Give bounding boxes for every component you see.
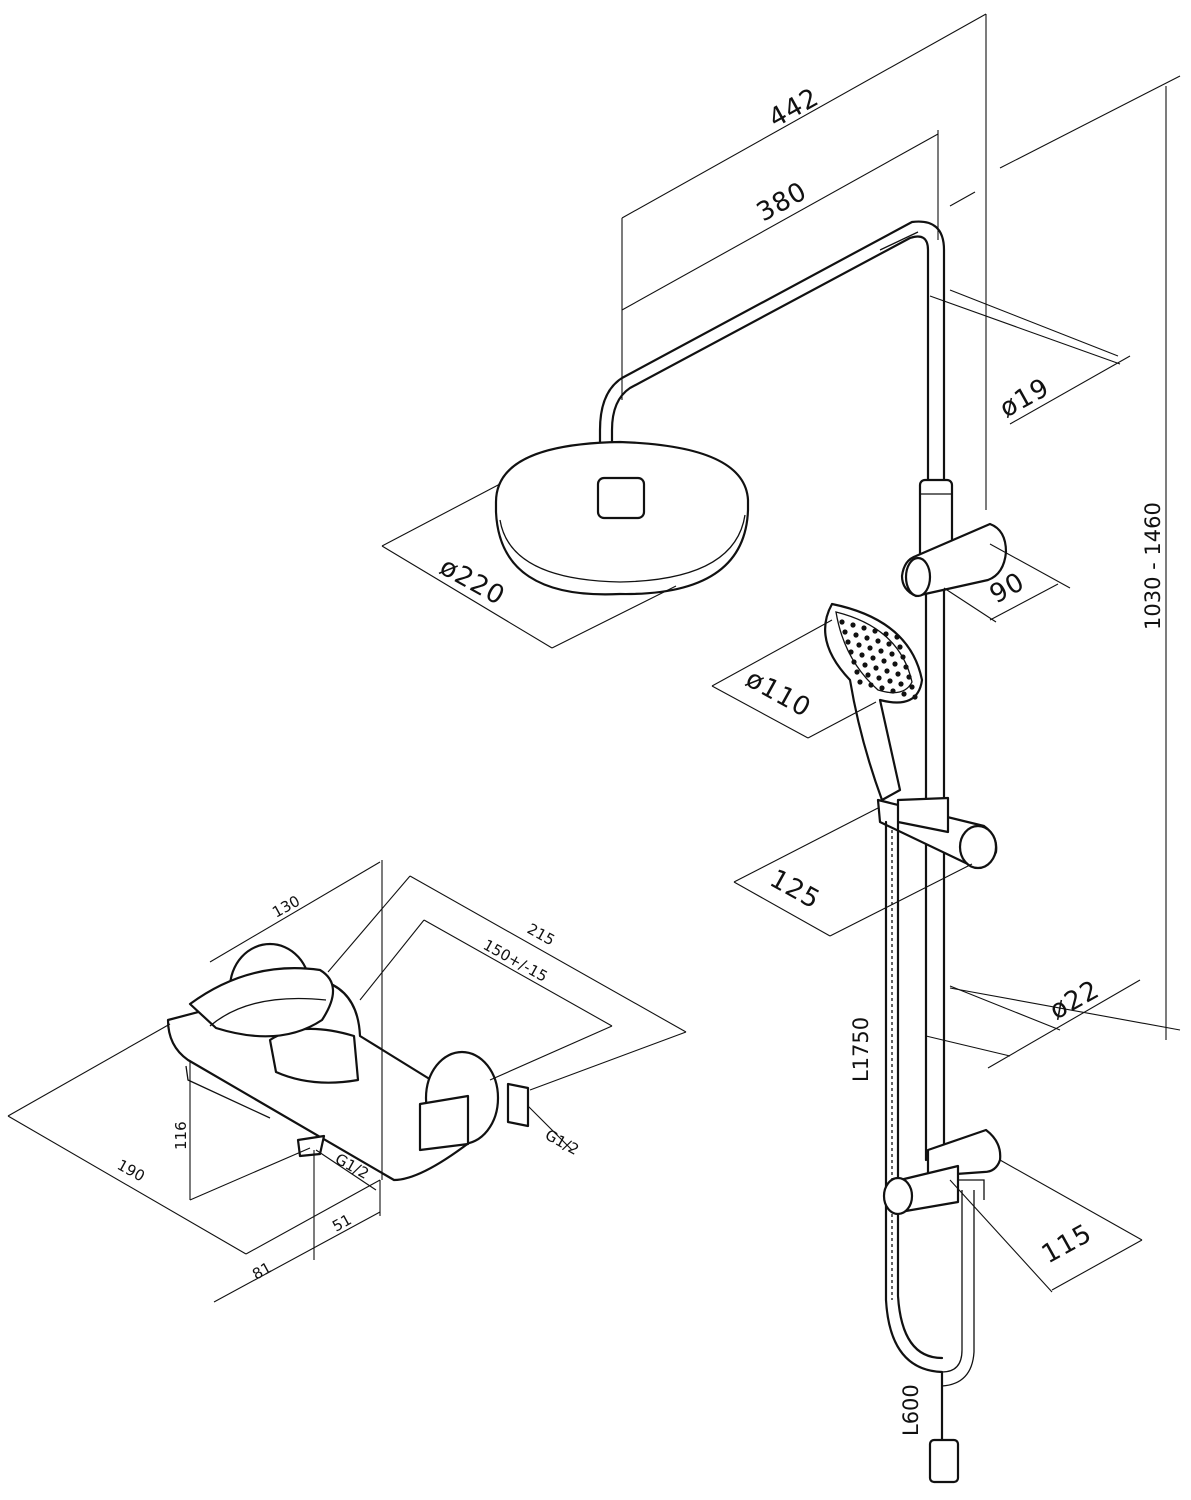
dimension-labels: 442 380 ø19 1030 - 1460 ø220 90 ø110 125… xyxy=(114,82,1165,1436)
wall-holder-top xyxy=(900,522,1008,598)
nozzle-dot xyxy=(876,675,882,681)
nozzle-dot xyxy=(865,672,871,678)
dim-hose-short: L600 xyxy=(899,1384,923,1436)
nozzle-dot xyxy=(903,664,909,670)
dim-slider-depth: 125 xyxy=(765,864,826,916)
nozzle-dot xyxy=(864,635,870,641)
dimension-lines xyxy=(7,13,1181,1303)
nozzle-dot xyxy=(868,682,874,688)
dim-mixer-offset-b: 51 xyxy=(329,1210,354,1235)
dim-pipe-dia: ø19 xyxy=(995,373,1055,424)
nozzle-dot xyxy=(870,655,876,661)
nozzle-dot xyxy=(862,662,868,668)
nozzle-dot xyxy=(881,658,887,664)
nozzle-pattern xyxy=(839,619,918,700)
nozzle-dot xyxy=(850,622,856,628)
dim-hose-long: L1750 xyxy=(849,1017,873,1082)
hose xyxy=(884,820,975,1484)
dim-rail-dia: ø22 xyxy=(1045,975,1105,1026)
nozzle-dot xyxy=(890,688,896,694)
mixer xyxy=(166,942,530,1182)
nozzle-dot xyxy=(897,644,903,650)
slider xyxy=(876,796,998,870)
nozzle-dot xyxy=(898,681,904,687)
nozzle-dot xyxy=(839,619,845,625)
nozzle-dot xyxy=(861,625,867,631)
nozzle-dot xyxy=(884,668,890,674)
nozzle-dot xyxy=(889,651,895,657)
nozzle-dot xyxy=(879,685,885,691)
nozzle-dot xyxy=(886,641,892,647)
dim-mixer-height: 116 xyxy=(172,1121,190,1150)
bottom-bracket xyxy=(882,1128,1002,1216)
dim-mixer-spacing-outer: 215 xyxy=(524,920,558,950)
nozzle-dot xyxy=(857,679,863,685)
nozzle-dot xyxy=(883,631,889,637)
nozzle-dot xyxy=(901,691,907,697)
nozzle-dot xyxy=(895,671,901,677)
nozzle-dot xyxy=(909,684,915,690)
dim-bottom-depth: 115 xyxy=(1037,1218,1098,1270)
nozzle-dot xyxy=(859,652,865,658)
dim-442: 442 xyxy=(764,82,825,134)
nozzle-dot xyxy=(906,674,912,680)
nozzle-dot xyxy=(854,669,860,675)
hand-shower xyxy=(824,602,924,802)
nozzle-dot xyxy=(887,678,893,684)
rain-head xyxy=(494,440,750,596)
nozzle-dot xyxy=(851,659,857,665)
nozzle-dot xyxy=(892,661,898,667)
nozzle-dot xyxy=(842,629,848,635)
dim-thread-inlet: G1/2 xyxy=(542,1126,582,1159)
nozzle-dot xyxy=(894,634,900,640)
nozzle-dot xyxy=(912,694,918,700)
dim-mixer-offset-a: 81 xyxy=(249,1258,274,1283)
nozzle-dot xyxy=(873,665,879,671)
shower-rail xyxy=(918,478,954,1162)
nozzle-dot xyxy=(867,645,873,651)
dim-hand-shower-dia: ø110 xyxy=(741,664,816,724)
nozzle-dot xyxy=(853,632,859,638)
nozzle-dot xyxy=(856,642,862,648)
nozzle-dot xyxy=(900,654,906,660)
nozzle-dot xyxy=(848,649,854,655)
nozzle-dot xyxy=(878,648,884,654)
dim-height-range: 1030 - 1460 xyxy=(1141,502,1165,630)
dim-rain-head-dia: ø220 xyxy=(435,552,510,612)
nozzle-dot xyxy=(872,628,878,634)
nozzle-dot xyxy=(845,639,851,645)
nozzle-dot xyxy=(875,638,881,644)
